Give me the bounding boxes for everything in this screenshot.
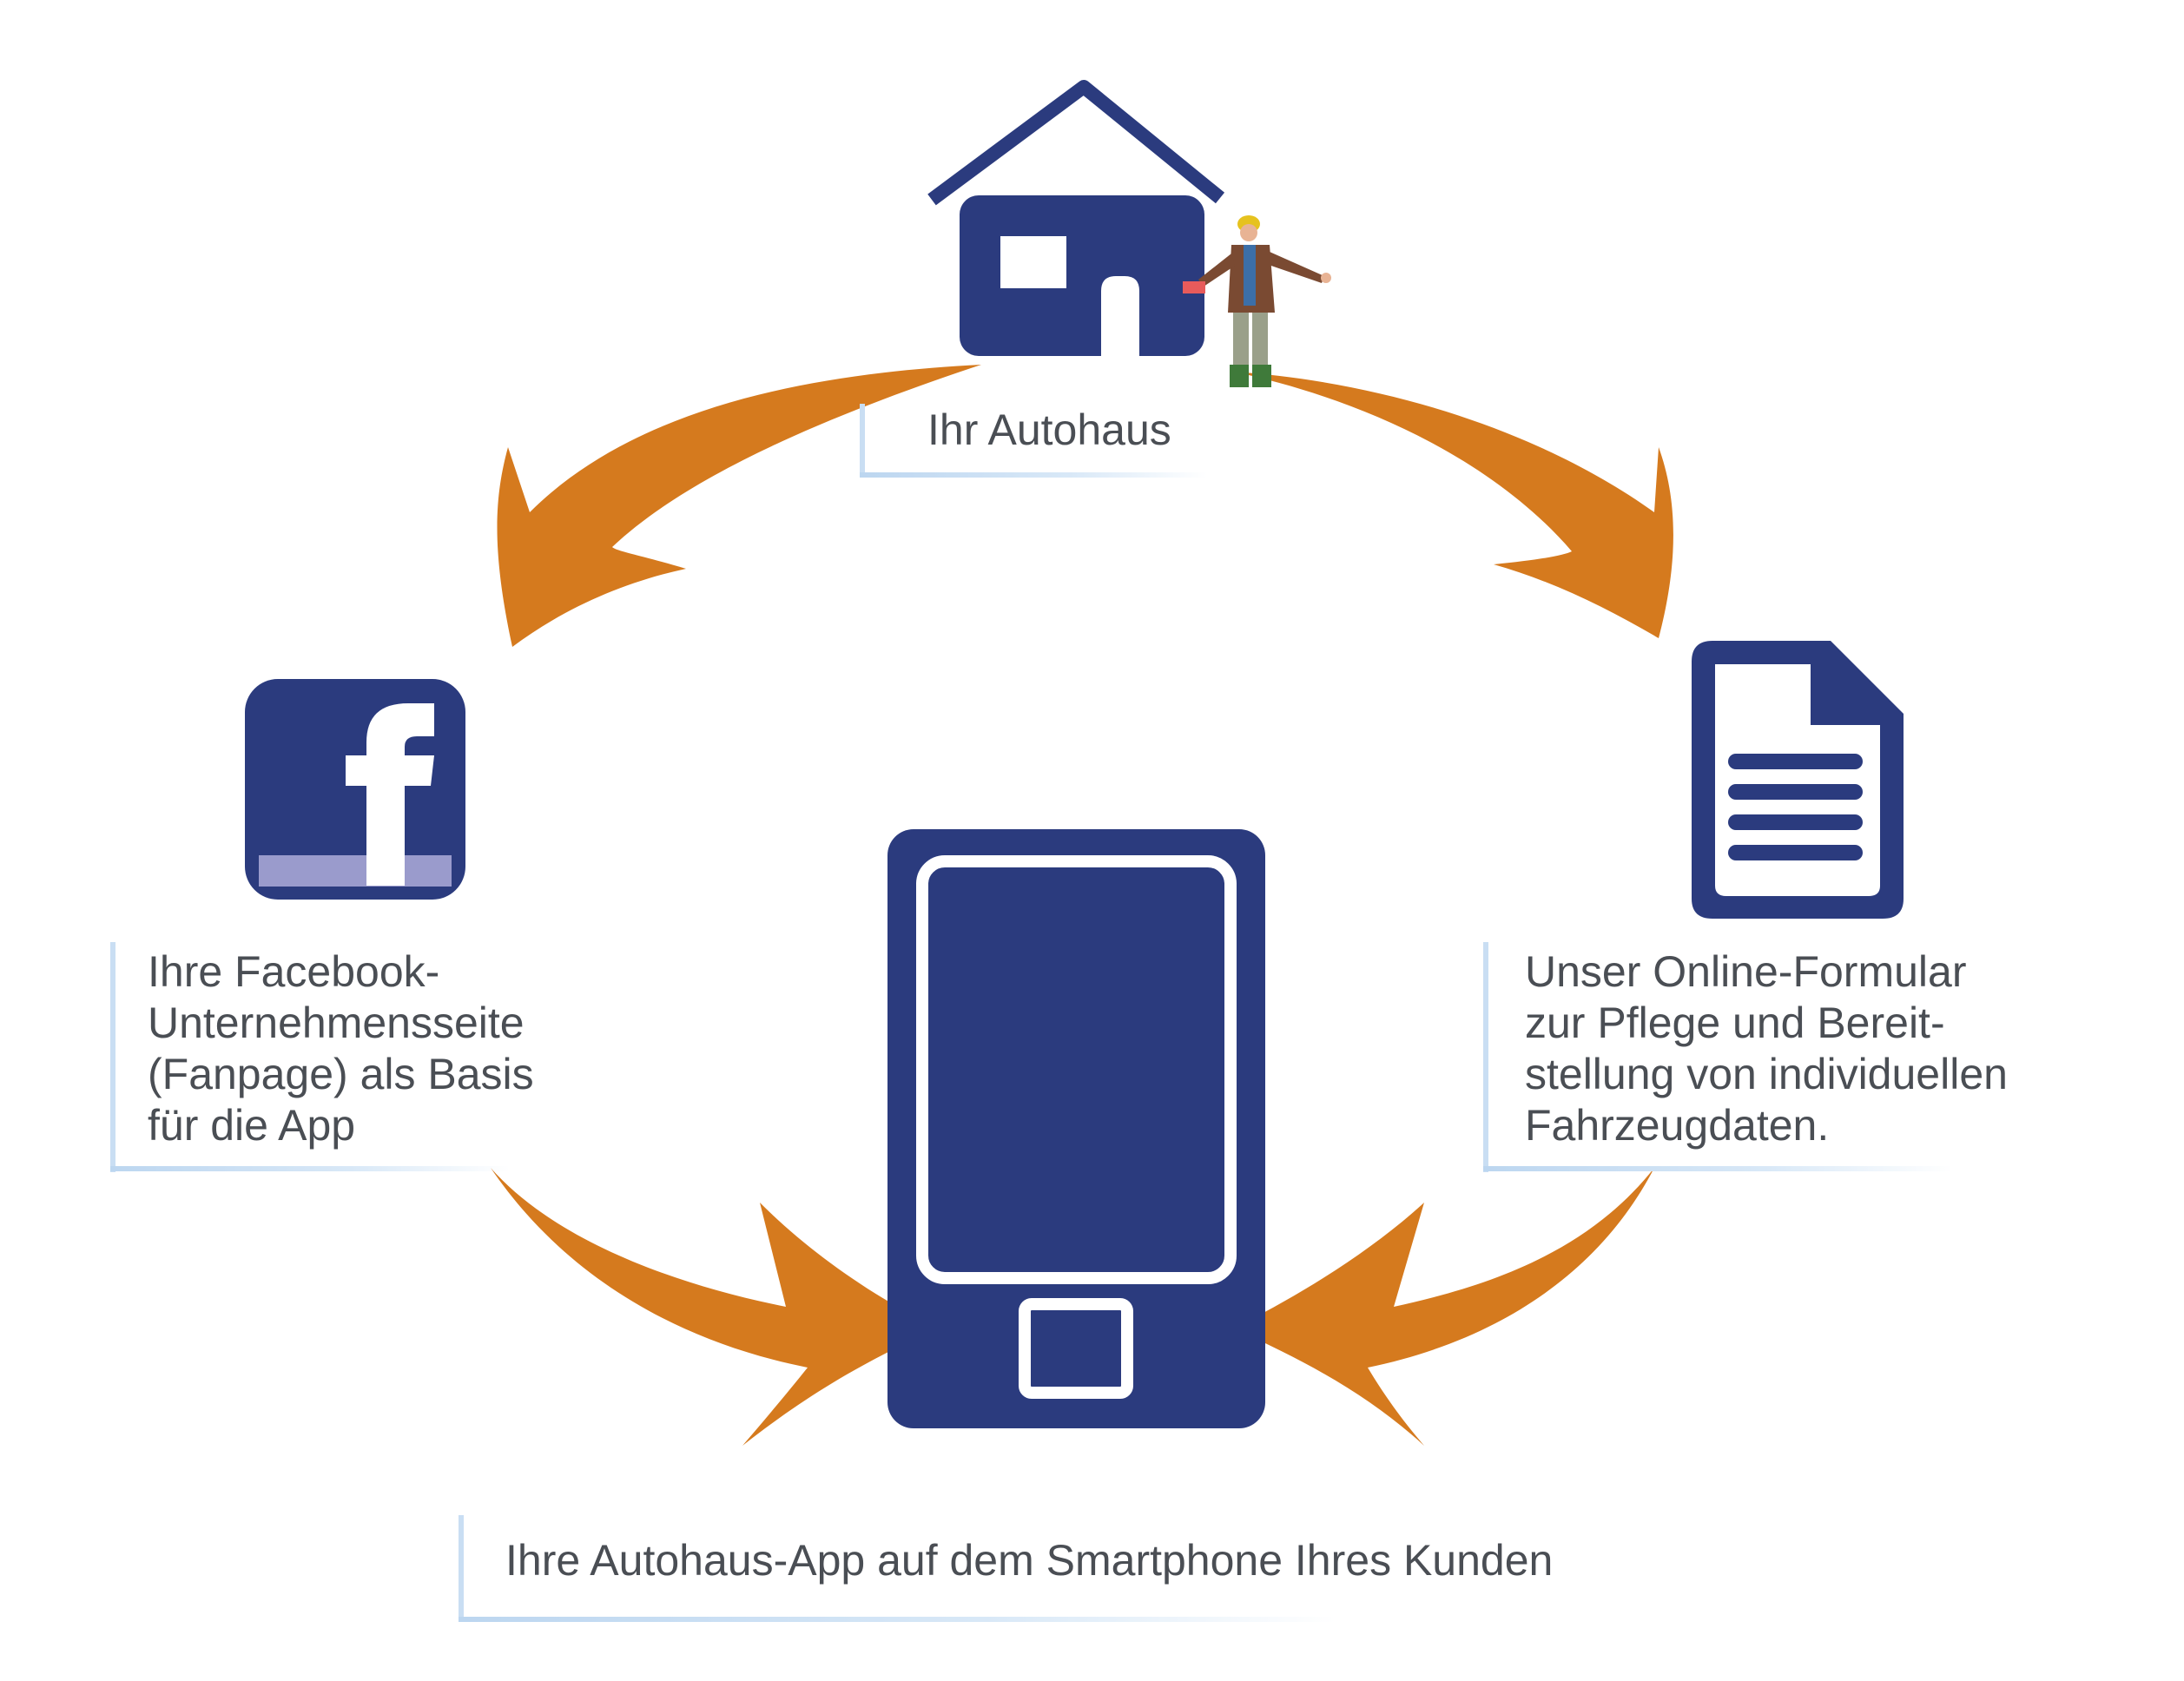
- formular-label-line-2: zur Pflege und Bereit-: [1525, 999, 1945, 1047]
- formular-label: Unser Online-Formular zur Pflege und Ber…: [1525, 946, 2008, 1151]
- facebook-label: Ihre Facebook- Unternehmensseite (Fanpag…: [148, 946, 534, 1151]
- worker-figure-icon: [1183, 215, 1331, 387]
- document-icon: [1692, 641, 1904, 919]
- facebook-label-line-3: (Fanpage) als Basis: [148, 1050, 534, 1098]
- arrow-autohaus-to-facebook: [497, 365, 981, 647]
- app-label: Ihre Autohaus-App auf dem Smartphone Ihr…: [505, 1535, 1553, 1586]
- formular-label-line-4: Fahrzeugdaten.: [1525, 1101, 1830, 1150]
- arrow-facebook-to-app: [491, 1168, 938, 1446]
- house-icon: [927, 80, 1225, 356]
- arrow-formular-to-app: [1233, 1168, 1654, 1446]
- facebook-icon: [245, 679, 465, 900]
- app-label-text: Ihre Autohaus-App auf dem Smartphone Ihr…: [505, 1536, 1554, 1585]
- formular-label-line-3: stellung von individuellen: [1525, 1050, 2008, 1098]
- smartphone-icon: [887, 829, 1265, 1428]
- facebook-label-line-1: Ihre Facebook-: [148, 947, 440, 996]
- facebook-label-line-4: für die App: [148, 1101, 356, 1150]
- autohaus-label: Ihr Autohaus: [927, 405, 1171, 456]
- arrow-autohaus-to-formular: [1233, 372, 1673, 638]
- formular-label-line-1: Unser Online-Formular: [1525, 947, 1967, 996]
- autohaus-label-text: Ihr Autohaus: [927, 405, 1171, 454]
- facebook-label-line-2: Unternehmensseite: [148, 999, 525, 1047]
